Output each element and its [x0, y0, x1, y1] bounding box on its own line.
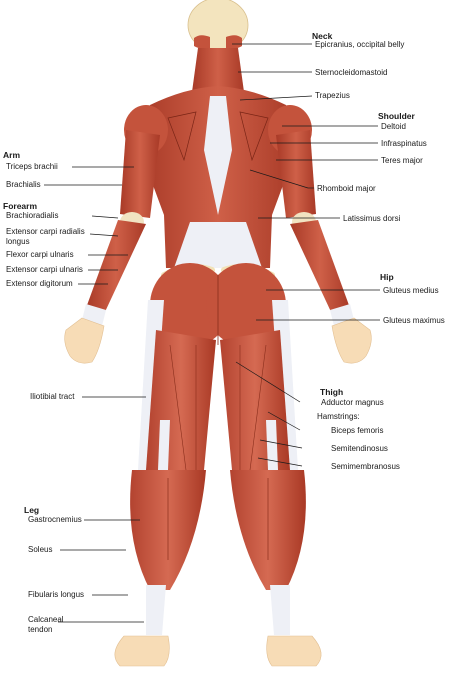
calcaneal-right — [270, 585, 290, 635]
label-calcaneal-tendon: Calcaneal — [28, 615, 64, 624]
hand-left — [64, 317, 105, 364]
thoracolumbar-fascia — [174, 222, 262, 268]
header-hip: Hip — [380, 272, 394, 282]
label-iliotibial-tract: Iliotibial tract — [30, 392, 75, 401]
header-neck: Neck — [312, 31, 333, 41]
hand-right — [331, 317, 372, 364]
label-latissimus-dorsi: Latissimus dorsi — [343, 214, 401, 223]
label-calcaneal-tendon-2: tendon — [28, 625, 53, 634]
forearm-left — [86, 220, 146, 314]
label-teres-major: Teres major — [381, 156, 423, 165]
label-extensor-carpi-ulnaris: Extensor carpi ulnaris — [6, 265, 83, 274]
upper-arm-left — [120, 130, 160, 218]
upper-arm-right — [276, 130, 316, 218]
label-semitendinosus: Semitendinosus — [331, 444, 388, 453]
label-rhomboid-major: Rhomboid major — [317, 184, 376, 193]
leader-lines-right — [232, 43, 380, 467]
label-gastrocnemius: Gastrocnemius — [28, 515, 82, 524]
scapula-right — [239, 111, 269, 162]
header-thigh: Thigh — [320, 387, 344, 397]
foot-left — [114, 635, 170, 667]
header-forearm: Forearm — [3, 201, 38, 211]
label-gluteus-maximus: Gluteus maximus — [383, 316, 445, 325]
label-fibularis-longus: Fibularis longus — [28, 590, 85, 599]
foot-right — [266, 635, 322, 667]
label-extensor-carpi-radialis: Extensor carpi radialis — [6, 227, 85, 236]
label-sternocleidomastoid: Sternocleidomastoid — [315, 68, 388, 77]
label-hamstrings: Hamstrings: — [317, 412, 360, 421]
label-flexor-carpi-ulnaris: Flexor carpi ulnaris — [6, 250, 74, 259]
gluteus-right — [206, 263, 286, 347]
label-extensor-carpi-radialis-2: longus — [6, 237, 30, 246]
label-semimembranosus: Semimembranosus — [331, 462, 400, 471]
label-extensor-digitorum: Extensor digitorum — [6, 279, 73, 288]
trapezius-aponeurosis — [204, 96, 232, 215]
label-epicranius: Epicranius, occipital belly — [315, 40, 405, 49]
header-arm: Arm — [3, 150, 21, 160]
label-trapezius: Trapezius — [315, 91, 350, 100]
forearm-right — [290, 220, 350, 314]
label-biceps-femoris: Biceps femoris — [331, 426, 384, 435]
header-shoulder: Shoulder — [378, 111, 415, 121]
label-adductor-magnus: Adductor magnus — [321, 398, 384, 407]
epicranius-muscle-right — [226, 35, 242, 49]
header-leg: Leg — [24, 505, 40, 515]
thigh-left — [146, 330, 216, 470]
leader-lines-left — [44, 166, 146, 623]
label-brachialis: Brachialis — [6, 180, 41, 189]
label-soleus: Soleus — [28, 545, 53, 554]
gluteus-left — [150, 263, 230, 347]
epicranius-muscle — [194, 35, 210, 49]
scapula-left — [167, 111, 197, 162]
label-gluteus-medius: Gluteus medius — [383, 286, 439, 295]
label-triceps-brachii: Triceps brachii — [6, 162, 58, 171]
thigh-right — [220, 330, 290, 470]
label-brachioradialis: Brachioradialis — [6, 211, 59, 220]
label-deltoid: Deltoid — [381, 122, 406, 131]
label-infraspinatus: Infraspinatus — [381, 139, 427, 148]
calcaneal-left — [146, 585, 166, 635]
neck — [192, 48, 244, 92]
